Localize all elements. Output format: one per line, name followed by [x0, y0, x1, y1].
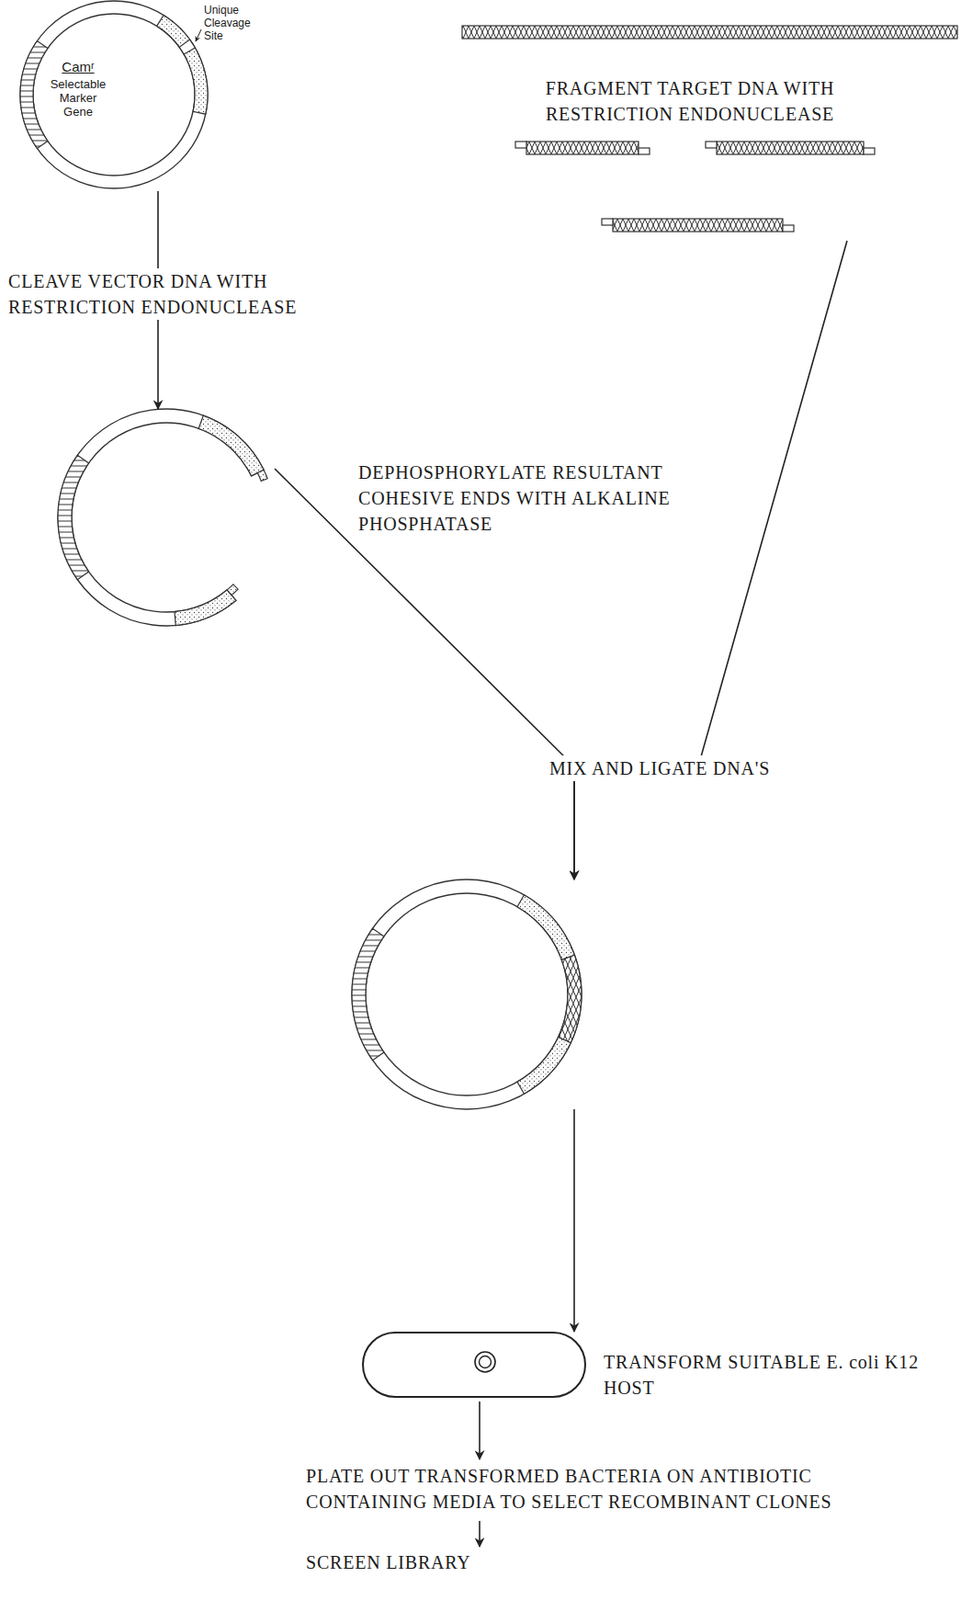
- cohesive-end: [257, 469, 268, 481]
- cloning-region: [517, 1036, 571, 1094]
- text-slot: Camʳ: [42, 58, 114, 75]
- dna-fragment: [526, 141, 639, 155]
- flow-arrow: [478, 1401, 481, 1459]
- text-slot: DEPHOSPHORYLATE RESULTANT COHESIVE ENDS …: [354, 459, 693, 537]
- dna-fragment: [612, 218, 783, 232]
- step-caption: CLEAVE VECTOR DNA WITH RESTRICTION ENDON…: [4, 268, 322, 320]
- cohesive-end: [515, 141, 527, 148]
- step-caption: MIX AND LIGATE DNA'S: [545, 755, 774, 781]
- text-slot: Selectable Marker Gene: [42, 77, 114, 119]
- marker-gene-segment: [57, 454, 90, 579]
- target-dna-band: [462, 25, 958, 39]
- cell-plasmid: [479, 1356, 492, 1369]
- cohesive-end: [863, 147, 875, 155]
- marker-label: Selectable Marker Gene: [42, 77, 114, 119]
- plasmid-ring: [33, 13, 195, 176]
- cut-plasmid-ring: [57, 408, 264, 626]
- site-label: Unique Cleavage Site: [202, 3, 263, 43]
- host-cell: TRANSFORM SUITABLE E. coli K12 HOST: [361, 1331, 587, 1398]
- step-caption: DEPHOSPHORYLATE RESULTANT COHESIVE ENDS …: [354, 459, 693, 537]
- target-dna: FRAGMENT TARGET DNA WITH RESTRICTION END…: [459, 18, 960, 241]
- marker-gene-segment: [351, 927, 385, 1060]
- cell-plasmid: [474, 1351, 496, 1372]
- cut-vector: CLEAVE VECTOR DNA WITH RESTRICTION ENDON…: [57, 408, 275, 626]
- recombinant-plasmid: MIX AND LIGATE DNA'S: [351, 879, 582, 1109]
- text-slot: FRAGMENT TARGET DNA WITH RESTRICTION END…: [529, 75, 851, 127]
- cohesive-end: [638, 147, 650, 155]
- text-slot: SCREEN LIBRARY: [302, 1548, 475, 1575]
- vector-plasmid: CamʳSelectable Marker Gene Unique Cleavag…: [18, 0, 267, 192]
- text-slot: PLATE OUT TRANSFORMED BACTERIA ON ANTIBI…: [302, 1462, 863, 1515]
- cohesive-end: [226, 584, 238, 596]
- cohesive-end: [601, 218, 613, 226]
- cohesive-end: [705, 141, 717, 148]
- text-slot: TRANSFORM SUITABLE E. coli K12 HOST: [599, 1348, 945, 1401]
- step-caption: SCREEN LIBRARY: [302, 1548, 475, 1575]
- step-caption: TRANSFORM SUITABLE E. coli K12 HOST: [599, 1348, 945, 1401]
- cloning-region: [517, 894, 575, 961]
- text-slot: Unique Cleavage Site: [202, 3, 263, 43]
- step-caption: FRAGMENT TARGET DNA WITH RESTRICTION END…: [529, 75, 851, 127]
- text-slot: CLEAVE VECTOR DNA WITH RESTRICTION ENDON…: [4, 268, 322, 320]
- cleavage-site: [179, 39, 195, 55]
- flow-arrow: [574, 240, 848, 880]
- cloning-region: [198, 415, 264, 476]
- leader-line: [195, 29, 202, 42]
- flow-arrow: [573, 1108, 576, 1332]
- plasmid-ring: [20, 0, 208, 189]
- step-caption: PLATE OUT TRANSFORMED BACTERIA ON ANTIBI…: [302, 1462, 863, 1515]
- plasmid-ring: [351, 879, 582, 1109]
- plasmid-ring: [365, 893, 568, 1096]
- cloning-region: [174, 589, 237, 626]
- dna-insert: [558, 954, 582, 1043]
- dna-fragment: [716, 141, 864, 155]
- text-slot: MIX AND LIGATE DNA'S: [545, 755, 774, 781]
- marker-symbol: Camʳ: [42, 58, 114, 75]
- cloning-region: [157, 15, 208, 115]
- flow-arrow: [478, 1520, 481, 1547]
- cohesive-end: [782, 225, 794, 232]
